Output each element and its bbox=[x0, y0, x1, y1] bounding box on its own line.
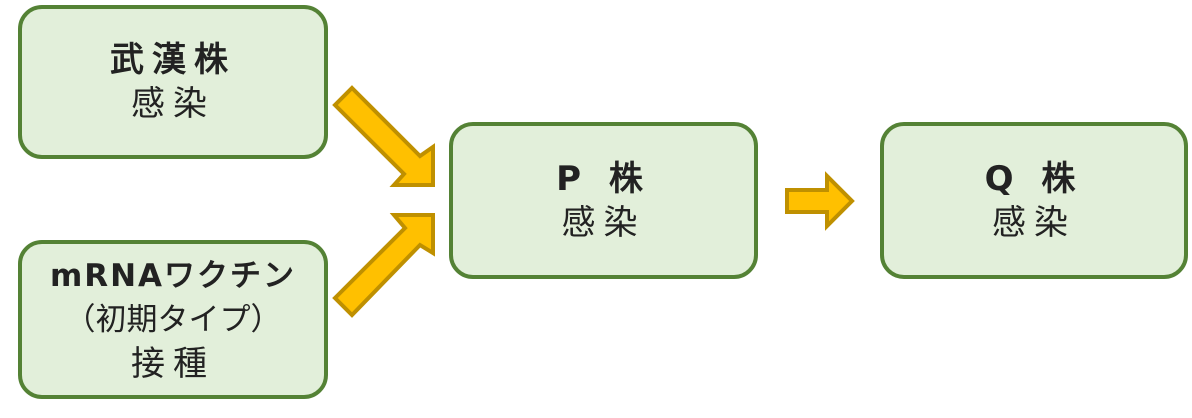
node-title: mRNAワクチン bbox=[49, 257, 297, 294]
node-wuhan-infection: 武漢株 感染 bbox=[18, 5, 328, 159]
node-subtitle: 感染 bbox=[992, 202, 1076, 243]
node-subtitle: （初期タイプ） bbox=[64, 301, 282, 338]
node-mrna-vaccination: mRNAワクチン （初期タイプ） 接種 bbox=[18, 240, 328, 399]
arrow-wuhan-to-p bbox=[332, 85, 435, 187]
node-p-infection: P 株 感染 bbox=[449, 122, 758, 279]
node-subtitle: 接種 bbox=[131, 343, 215, 384]
node-subtitle: 感染 bbox=[131, 84, 215, 124]
node-q-infection: Q 株 感染 bbox=[880, 122, 1188, 279]
node-subtitle: 感染 bbox=[561, 202, 646, 243]
node-title: P 株 bbox=[556, 158, 651, 199]
node-title: Q 株 bbox=[984, 158, 1084, 199]
arrow-p-to-q bbox=[785, 171, 855, 231]
node-title: 武漢株 bbox=[110, 40, 236, 80]
arrow-mrna-to-p bbox=[332, 213, 435, 318]
